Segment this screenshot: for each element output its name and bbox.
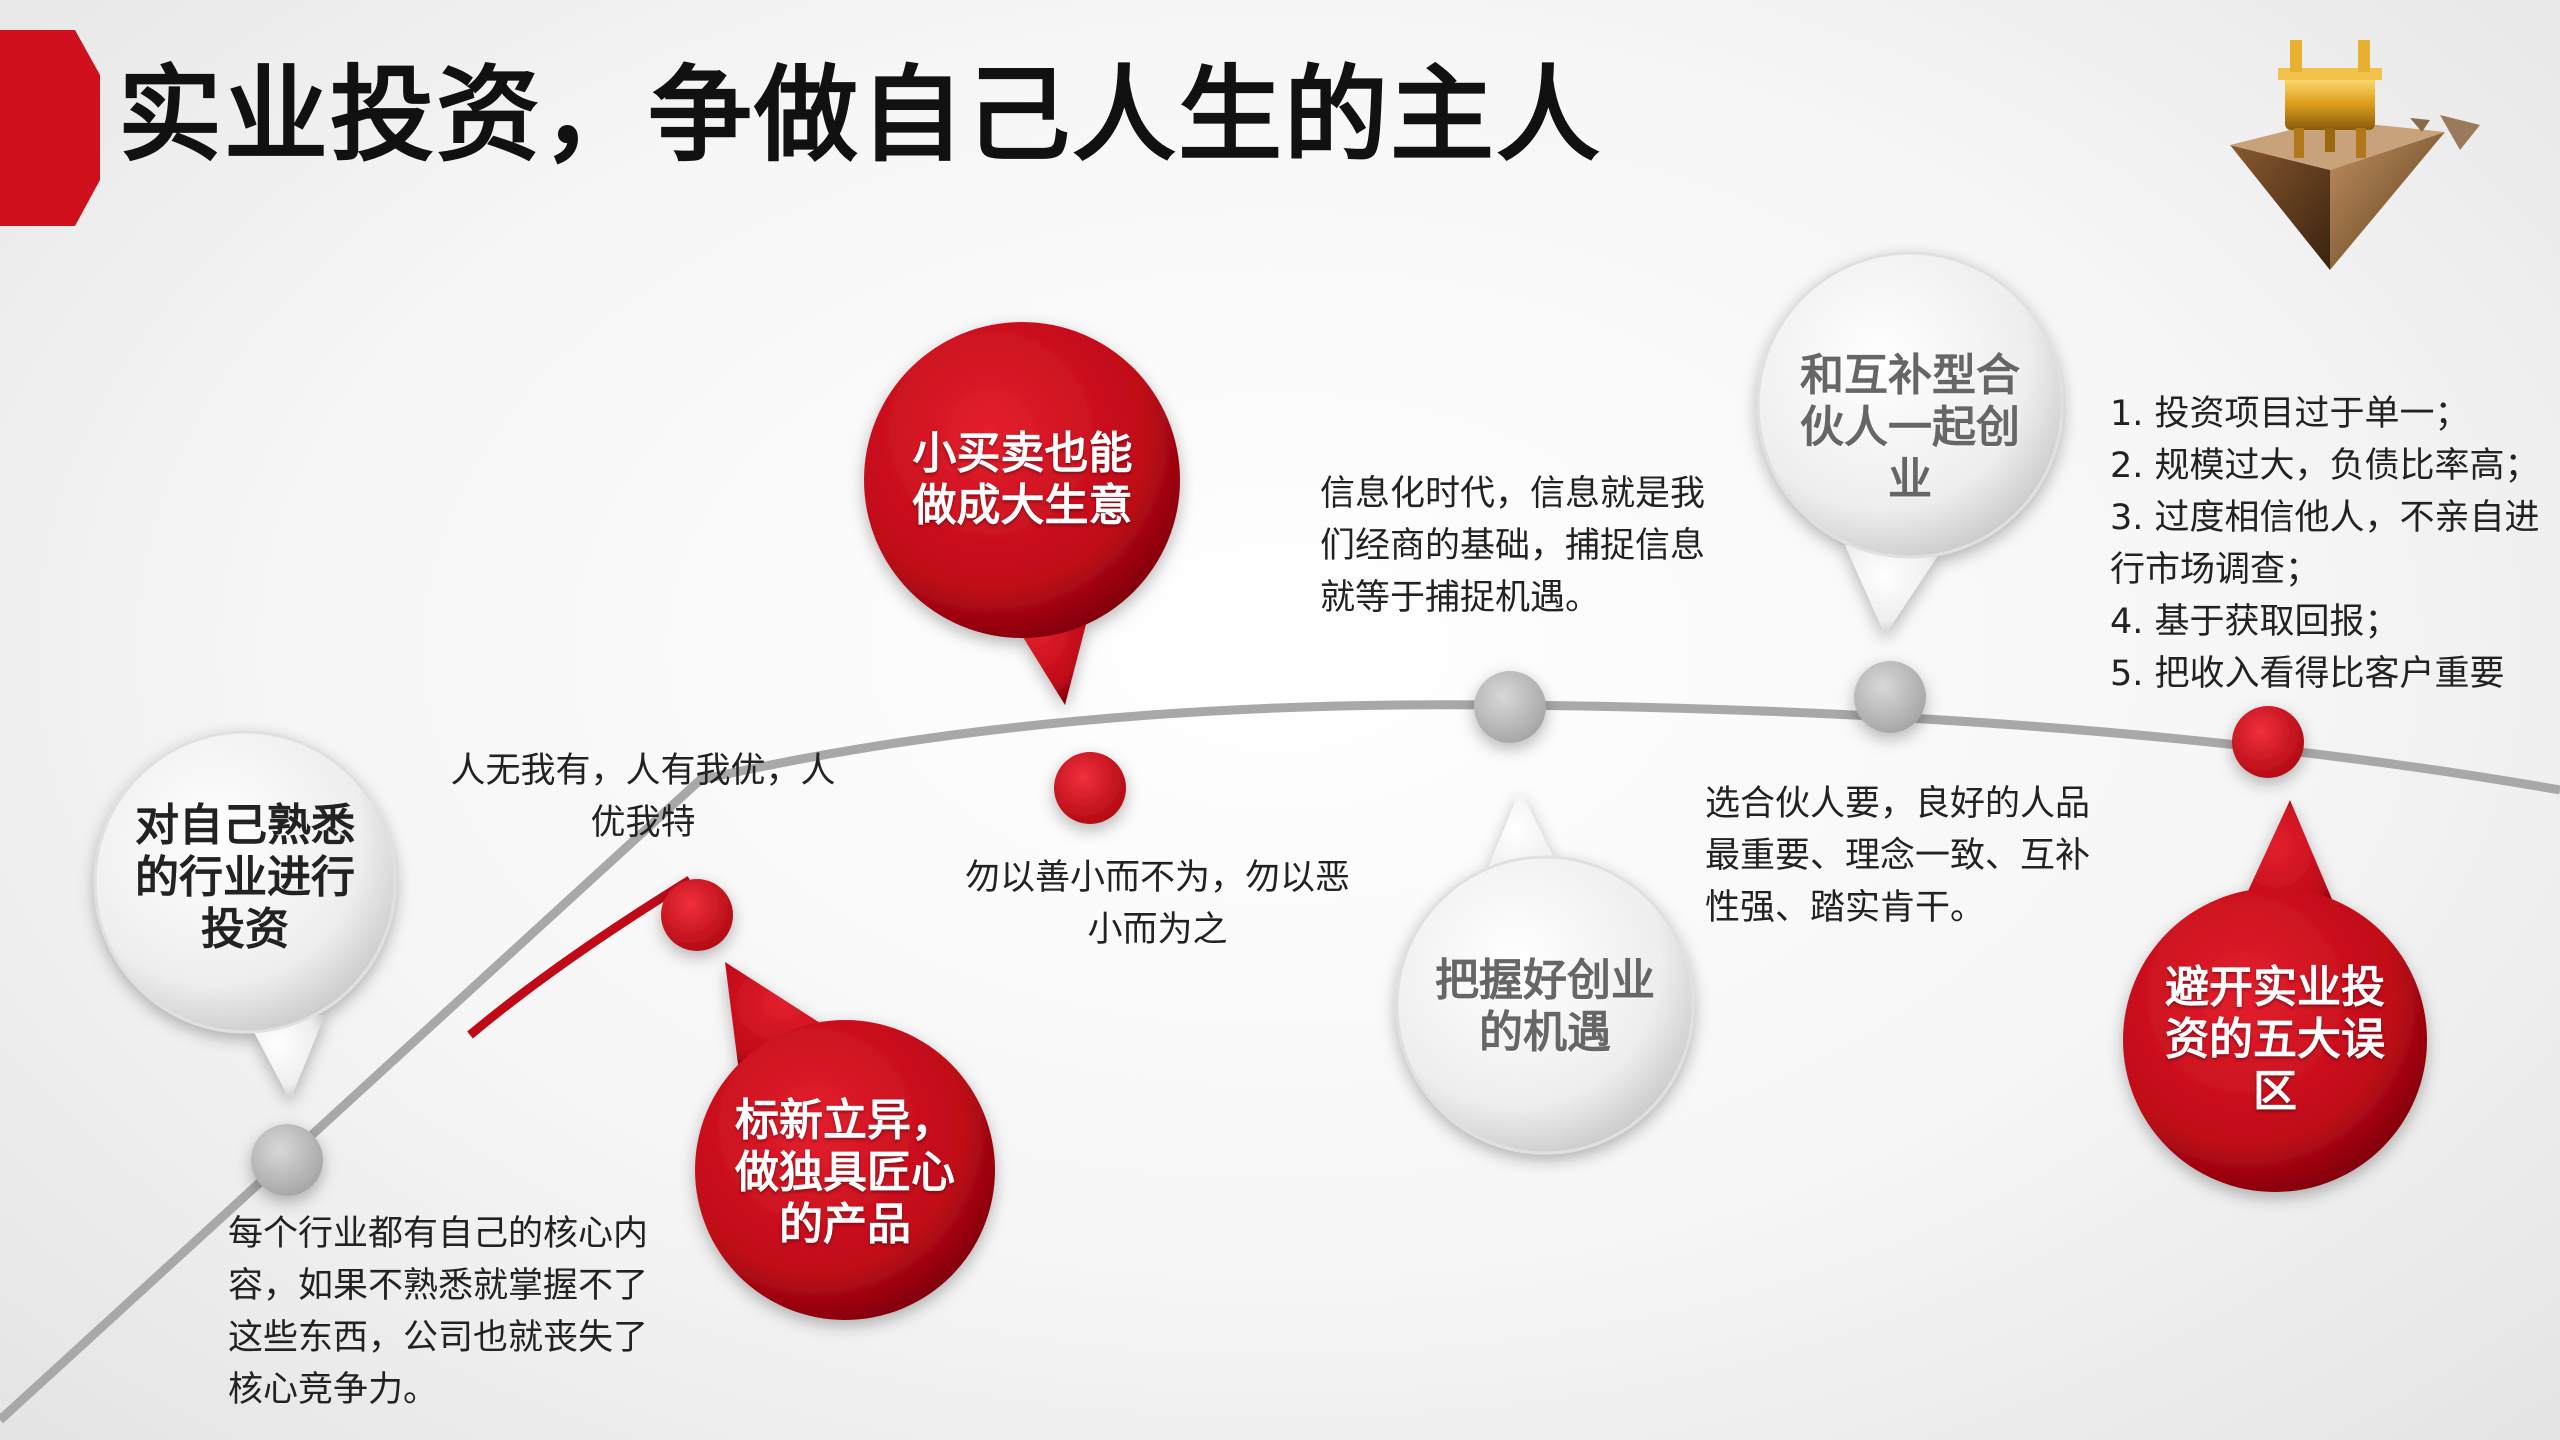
mistake-item: 行市场调查； [2110, 550, 2321, 590]
mistakes-list: 1. 投资项目过于单一； 2. 规模过大，负债比率高； 3. 过度相信他人，不亲… [2110, 388, 2550, 700]
bubble-1-label: 对自己熟悉的行业进行投资 [135, 800, 355, 955]
timeline-node-6 [2232, 706, 2304, 778]
bubble-5 [1756, 251, 2064, 635]
timeline-node-2 [661, 879, 733, 951]
bubble-6 [2123, 800, 2427, 1192]
mistake-item: 4. 基于获取回报； [2110, 602, 2400, 642]
bubble-4 [1395, 790, 1695, 1155]
bubble-2 [695, 962, 995, 1320]
description-4: 信息化时代，信息就是我们经商的基础，捕捉信息就等于捕捉机遇。 [1320, 474, 1706, 618]
bubble-6-label: 避开实业投资的五大误区 [2165, 962, 2385, 1117]
timeline-node-5 [1854, 661, 1926, 733]
bubble-3-label: 小买卖也能做成大生意 [912, 428, 1133, 531]
mistake-item: 5. 把收入看得比客户重要 [2110, 654, 2505, 694]
timeline-node-4 [1474, 671, 1546, 743]
description-5: 选合伙人要，良好的人品最重要、理念一致、互补性强、踏实肯干。 [1705, 784, 2091, 928]
timeline-node-1 [251, 1124, 323, 1196]
bubble-1 [93, 730, 397, 1100]
bronze-ding-pyramid-icon [2230, 40, 2480, 270]
description-3: 勿以善小而不为，勿以恶小而为之 [964, 858, 1350, 950]
mistake-item: 3. 过度相信他人，不亲自进 [2110, 498, 2540, 538]
bubble-4-label: 把握好创业的机遇 [1435, 955, 1655, 1058]
bubble-5-label: 和互补型合伙人一起创业 [1800, 350, 2020, 505]
page-title: 实业投资，争做自己人生的主人 [118, 54, 1603, 176]
timeline-node-3 [1054, 752, 1126, 824]
mistake-item: 1. 投资项目过于单一； [2110, 394, 2470, 434]
red-corner-tab [0, 30, 100, 226]
bubble-3 [864, 322, 1180, 705]
bubble-2-label: 标新立异，做独具匠心的产品 [735, 1095, 955, 1250]
description-1: 每个行业都有自己的核心内容，如果不熟悉就掌握不了这些东西，公司也就丧失了核心竞争… [228, 1214, 649, 1410]
mistake-item: 2. 规模过大，负债比率高； [2110, 446, 2540, 486]
description-2: 人无我有，人有我优，人优我特 [450, 751, 836, 843]
